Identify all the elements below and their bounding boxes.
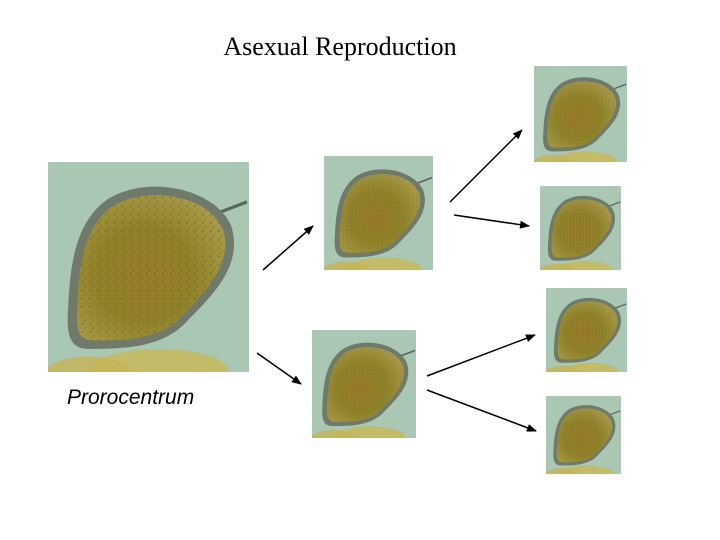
parent-cell-image [48, 162, 249, 372]
arrow-bottom-to-cell-4 [426, 389, 537, 432]
arrow-parent-to-top [262, 225, 314, 271]
granddaughter-cell-image-2 [540, 186, 621, 270]
granddaughter-cell-image-1 [534, 66, 627, 162]
granddaughter-cell-image-3 [546, 288, 627, 372]
arrow-parent-to-bottom [256, 352, 302, 385]
arrow-top-to-cell-1 [449, 129, 523, 203]
arrow-bottom-to-cell-3 [426, 334, 536, 377]
granddaughter-cell-image-4 [546, 396, 621, 474]
arrow-top-to-cell-2 [453, 214, 530, 229]
daughter-cell-image-bottom [312, 330, 416, 438]
daughter-cell-image-top [324, 156, 433, 270]
organism-label: Prorocentrum [67, 386, 195, 409]
diagram-title: Asexual Reproduction [223, 32, 457, 61]
